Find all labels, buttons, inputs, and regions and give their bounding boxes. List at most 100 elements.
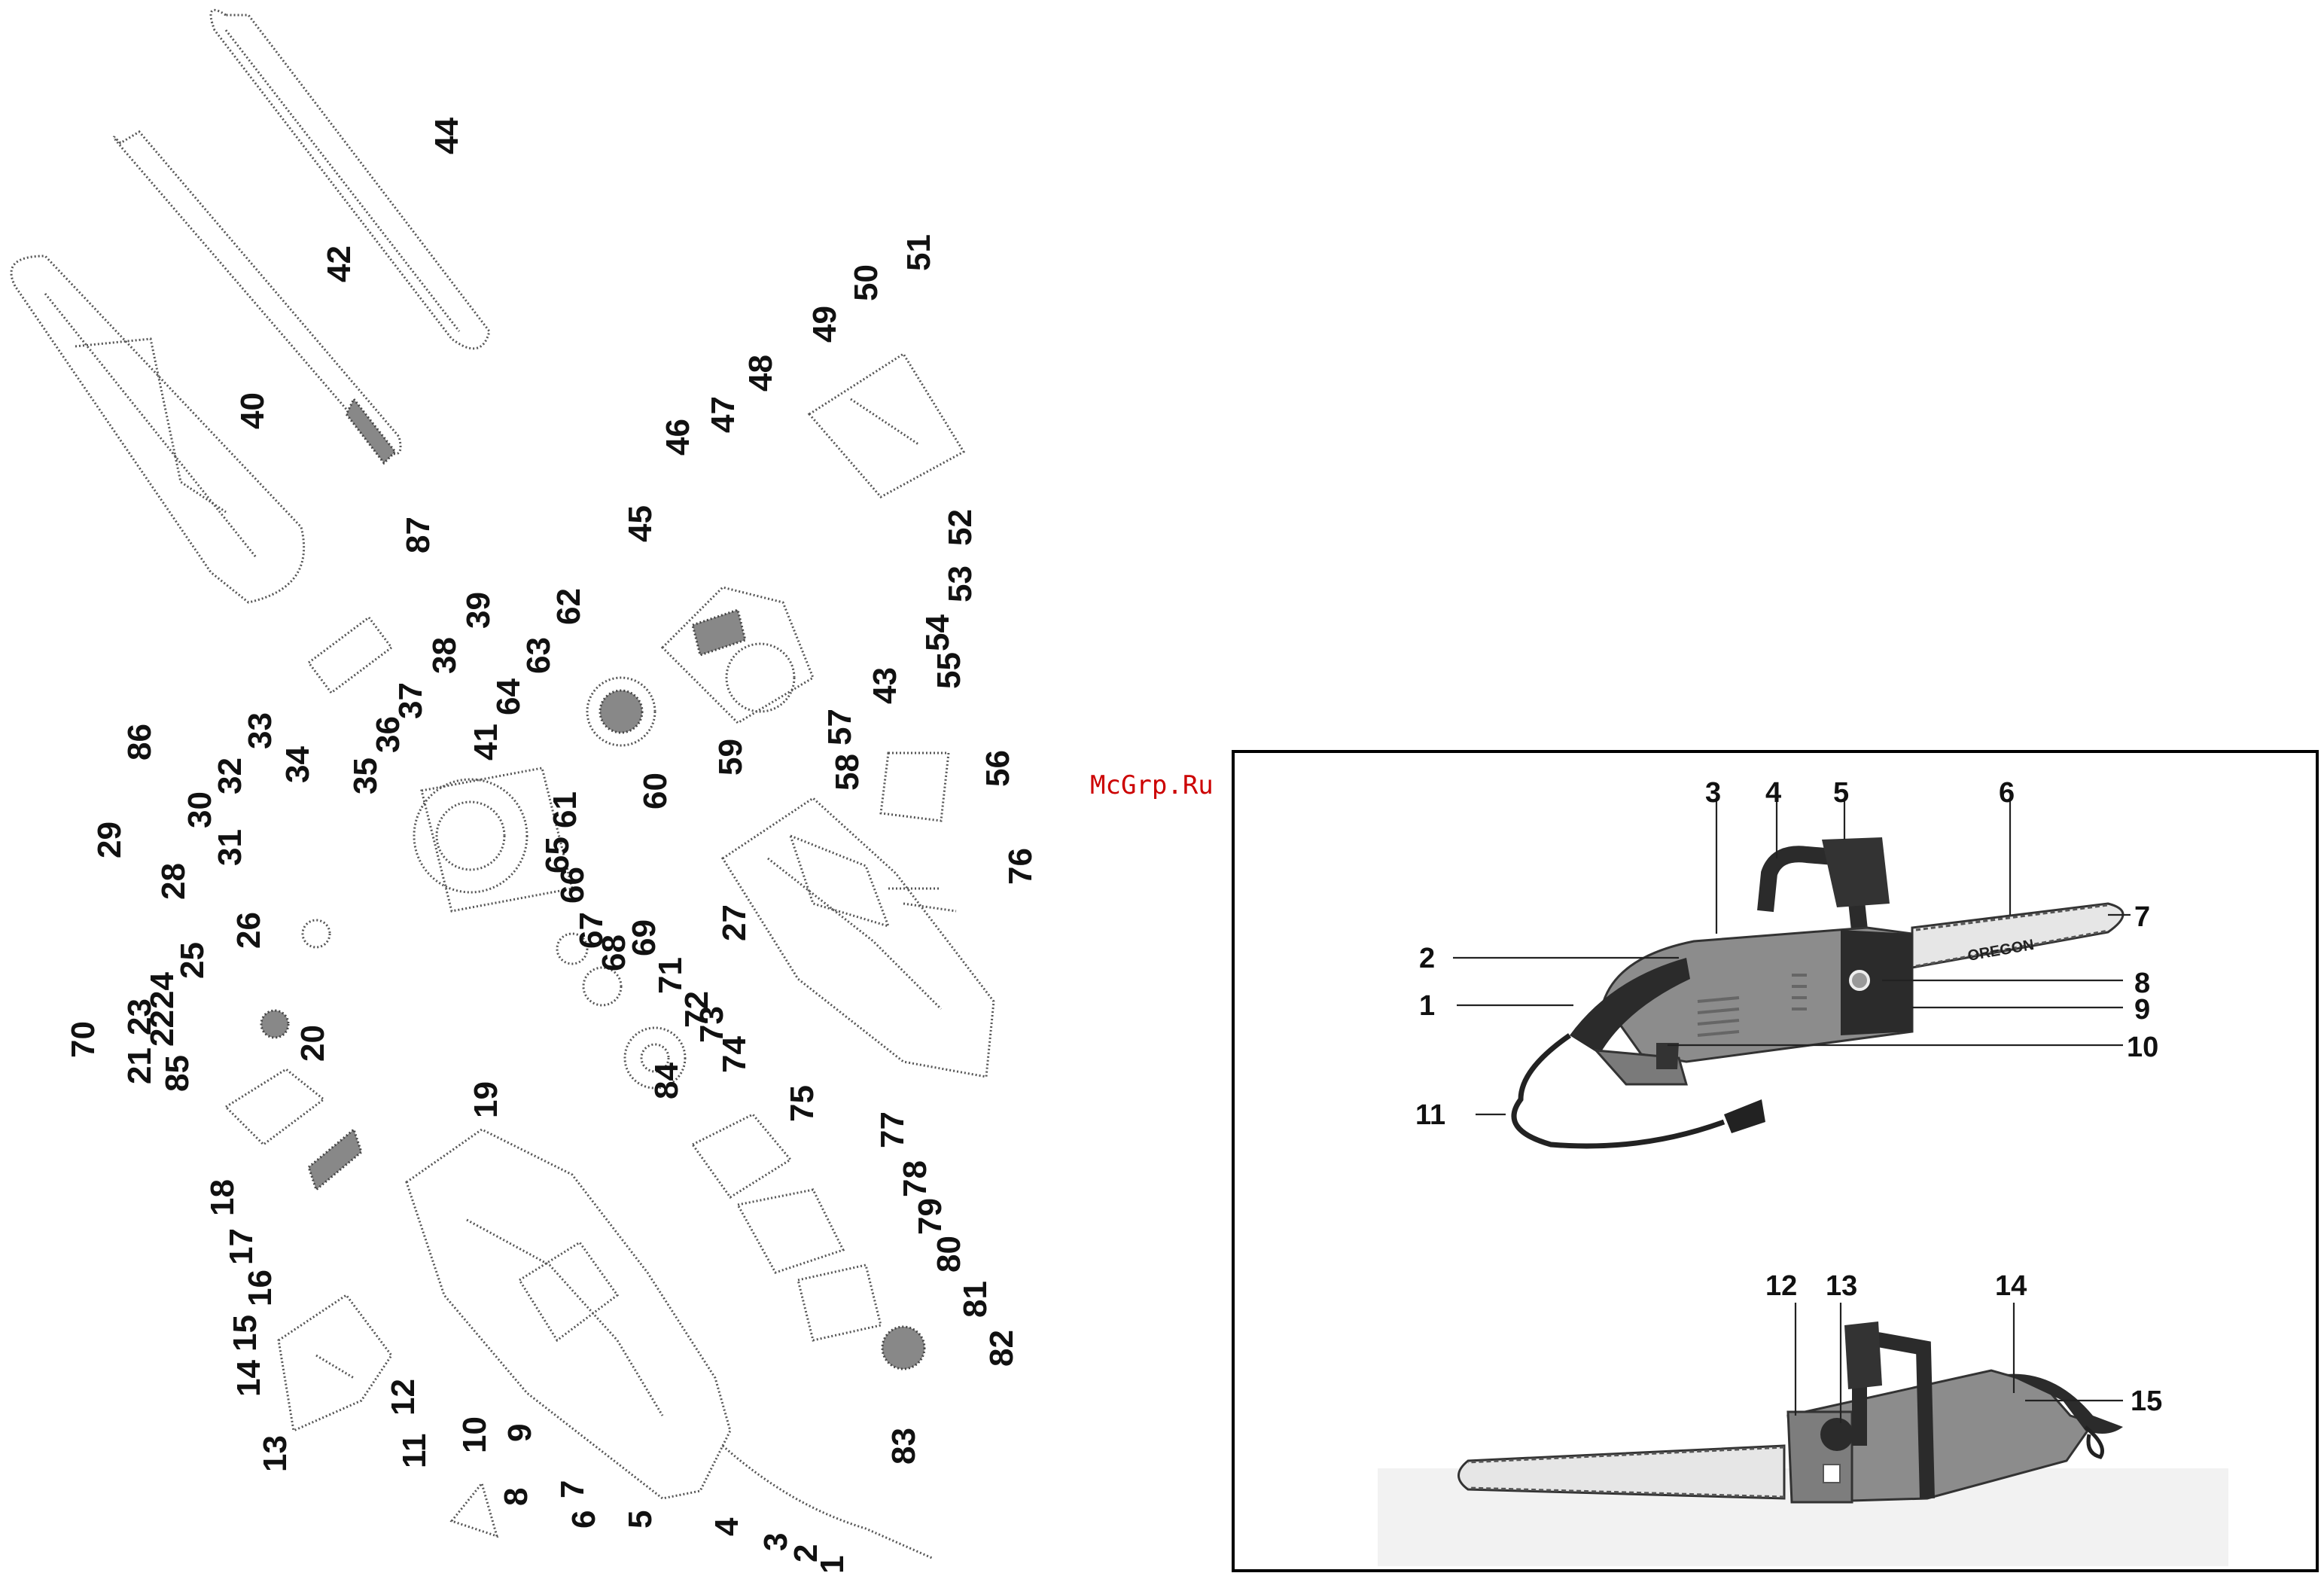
part-number: 56 (979, 750, 1016, 787)
part-number: 45 (622, 505, 659, 542)
part-number: 28 (155, 863, 192, 900)
part-number: 60 (637, 773, 674, 809)
part-number: 2 (787, 1544, 824, 1562)
part-number: 50 (848, 264, 885, 301)
part-number: 69 (626, 919, 662, 956)
part-number: 55 (931, 652, 967, 689)
part-number: 77 (874, 1111, 911, 1148)
part-number: 48 (742, 355, 779, 392)
hand-guard (1844, 1321, 1882, 1389)
main-housing (405, 1128, 732, 1500)
part-number: 7 (554, 1480, 591, 1498)
part-number: 38 (426, 637, 463, 674)
part-number: 72 (678, 991, 715, 1028)
part-number: 65 (539, 837, 576, 873)
power-cable (1511, 1033, 1725, 1149)
part-number: 51 (900, 234, 937, 271)
power-cable-1 (722, 1444, 934, 1560)
part-number: 52 (942, 509, 979, 546)
watermark: McGrp.Ru (1090, 770, 1214, 800)
part-number: 35 (347, 758, 384, 794)
tension-knob (1820, 1418, 1853, 1451)
part-number: 85 (159, 1055, 196, 1092)
callout: 12 (1765, 1270, 1797, 1302)
part-number: 19 (468, 1081, 504, 1118)
part-number: 76 (1002, 848, 1039, 885)
plate-8 (449, 1480, 499, 1538)
part-number: 36 (370, 716, 407, 753)
part-number: 71 (652, 957, 689, 994)
part-number: 4 (708, 1517, 745, 1536)
part-number: 79 (912, 1198, 949, 1235)
part-number: 32 (212, 758, 248, 794)
front-handle (1757, 846, 1868, 931)
part-number: 12 (385, 1379, 422, 1416)
part-number: 33 (242, 712, 279, 749)
part-number: 81 (957, 1281, 994, 1318)
part-number: 37 (392, 682, 429, 719)
part-number: 84 (648, 1062, 685, 1099)
part-number: 15 (227, 1315, 263, 1352)
sprocket-assembly-43 (660, 586, 815, 724)
trigger (1656, 1043, 1679, 1069)
part-number: 58 (829, 754, 866, 791)
part-number: 70 (65, 1021, 102, 1058)
part-number: 61 (547, 791, 583, 828)
part-number: 8 (498, 1488, 535, 1506)
leader-lines-top (1453, 800, 2131, 1116)
part-number: 68 (595, 934, 632, 971)
plug (1724, 1099, 1765, 1133)
cable-stub (2084, 1425, 2104, 1459)
part-number: 13 (257, 1435, 294, 1472)
part-number: 49 (806, 306, 843, 343)
part-number: 41 (468, 724, 504, 761)
part-number: 53 (942, 565, 979, 602)
part-number: 47 (705, 396, 742, 433)
part-number: 27 (716, 904, 753, 941)
part-number: 64 (490, 678, 527, 715)
cover-49 (807, 352, 966, 498)
callout: 5 (1833, 777, 1849, 809)
part-number: 66 (554, 867, 591, 904)
part-number: 82 (983, 1330, 1020, 1367)
exploded-view (10, 8, 995, 1560)
part-number: 74 (716, 1036, 753, 1073)
callout: 15 (2131, 1385, 2162, 1417)
plate-56 (879, 751, 950, 822)
housing-cover-60 (720, 797, 995, 1078)
callout: 3 (1705, 777, 1721, 809)
vent-slots (1697, 974, 1807, 1037)
part-number: 54 (919, 614, 956, 651)
part-number: 39 (460, 592, 497, 629)
callout: 1 (1419, 990, 1435, 1022)
motor-41 (413, 767, 574, 913)
callout: 14 (1995, 1270, 2027, 1302)
part-number: 16 (242, 1270, 279, 1306)
sprocket-cover (1841, 930, 1912, 1035)
motor-parts-right (690, 887, 957, 1370)
gear-83 (556, 932, 687, 1090)
handle-parts-left (224, 615, 394, 1192)
part-number: 59 (712, 739, 749, 776)
part-number: 22 (144, 1010, 181, 1047)
part-number: 10 (456, 1416, 493, 1453)
callout: 9 (2134, 994, 2150, 1026)
part-number: 26 (230, 912, 267, 949)
callout: 11 (1415, 1099, 1445, 1131)
part-number: 73 (693, 1006, 730, 1043)
part-number: 31 (212, 829, 248, 866)
part-number: 5 (622, 1510, 659, 1529)
clutch-drum-62 (586, 676, 656, 747)
callout: 6 (1999, 777, 2015, 809)
part-number: 67 (573, 912, 610, 949)
part-number: 1 (814, 1556, 851, 1574)
part-number: 23 (121, 998, 158, 1035)
callout: 2 (1419, 943, 1435, 974)
part-number: 17 (223, 1228, 260, 1265)
part-number: 34 (279, 746, 316, 783)
chainsaw-side-view-top: OREGON (1511, 837, 2124, 1149)
oil-window (1823, 1464, 1841, 1483)
part-number: 46 (659, 419, 696, 456)
rear-handle (1570, 958, 1690, 1054)
